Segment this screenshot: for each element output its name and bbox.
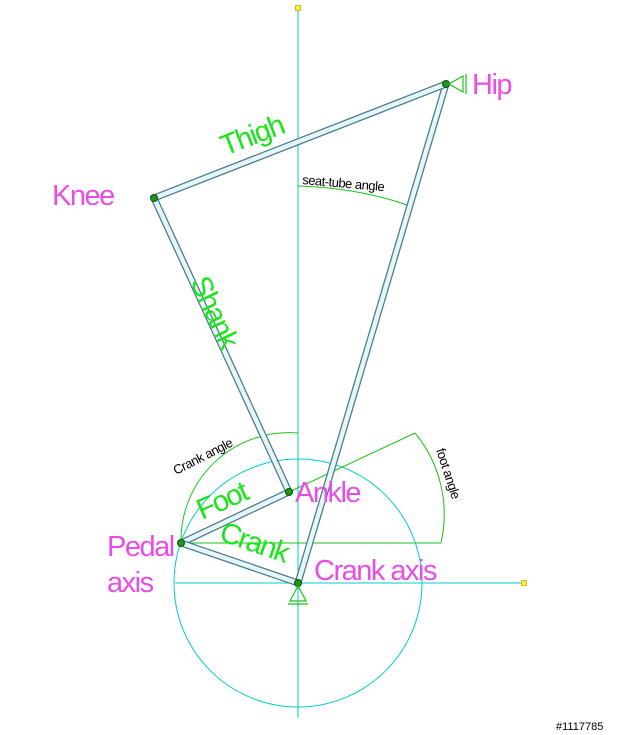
ankle-joint-marker [285,488,293,496]
knee-joint-marker [150,194,158,202]
pedal-circle [173,458,423,708]
pedal-joint-marker [177,539,185,547]
pedal-axis-label-line1: Pedal [107,531,174,563]
axis-end-marker-right [521,580,527,586]
foot-angle-ray-upper [288,432,416,493]
crank-angle-arc [180,432,299,544]
joints [150,80,450,587]
thigh-label: Thigh [216,109,289,162]
shank-segment [150,194,293,496]
knee-label: Knee [52,180,114,212]
watermark-id: #1117785 [556,721,603,733]
hip-support-icon [447,74,467,94]
construction-lines [173,5,527,718]
foot-label: Foot [192,475,254,526]
crank-axis-support-icon [288,584,308,605]
shank-label: Shank [184,271,245,354]
seat-tube-angle-arc [297,185,411,207]
seat-tube-angle-label: seat-tube angle [302,172,385,194]
pedal-axis-label-line2: axis [107,567,154,599]
crank-angle-label: Crank angle [171,435,236,478]
hip-label: Hip [472,69,511,101]
foot-segment [177,488,293,547]
crank-axis-label: Crank axis [314,555,437,587]
thigh-segment [150,80,450,202]
ankle-label: Ankle [295,477,360,509]
segments [150,80,450,587]
axis-end-marker-top [295,5,301,11]
foot-angle-arc [414,432,445,544]
seat-tube-segment [294,80,450,587]
crank-segment [177,539,302,587]
